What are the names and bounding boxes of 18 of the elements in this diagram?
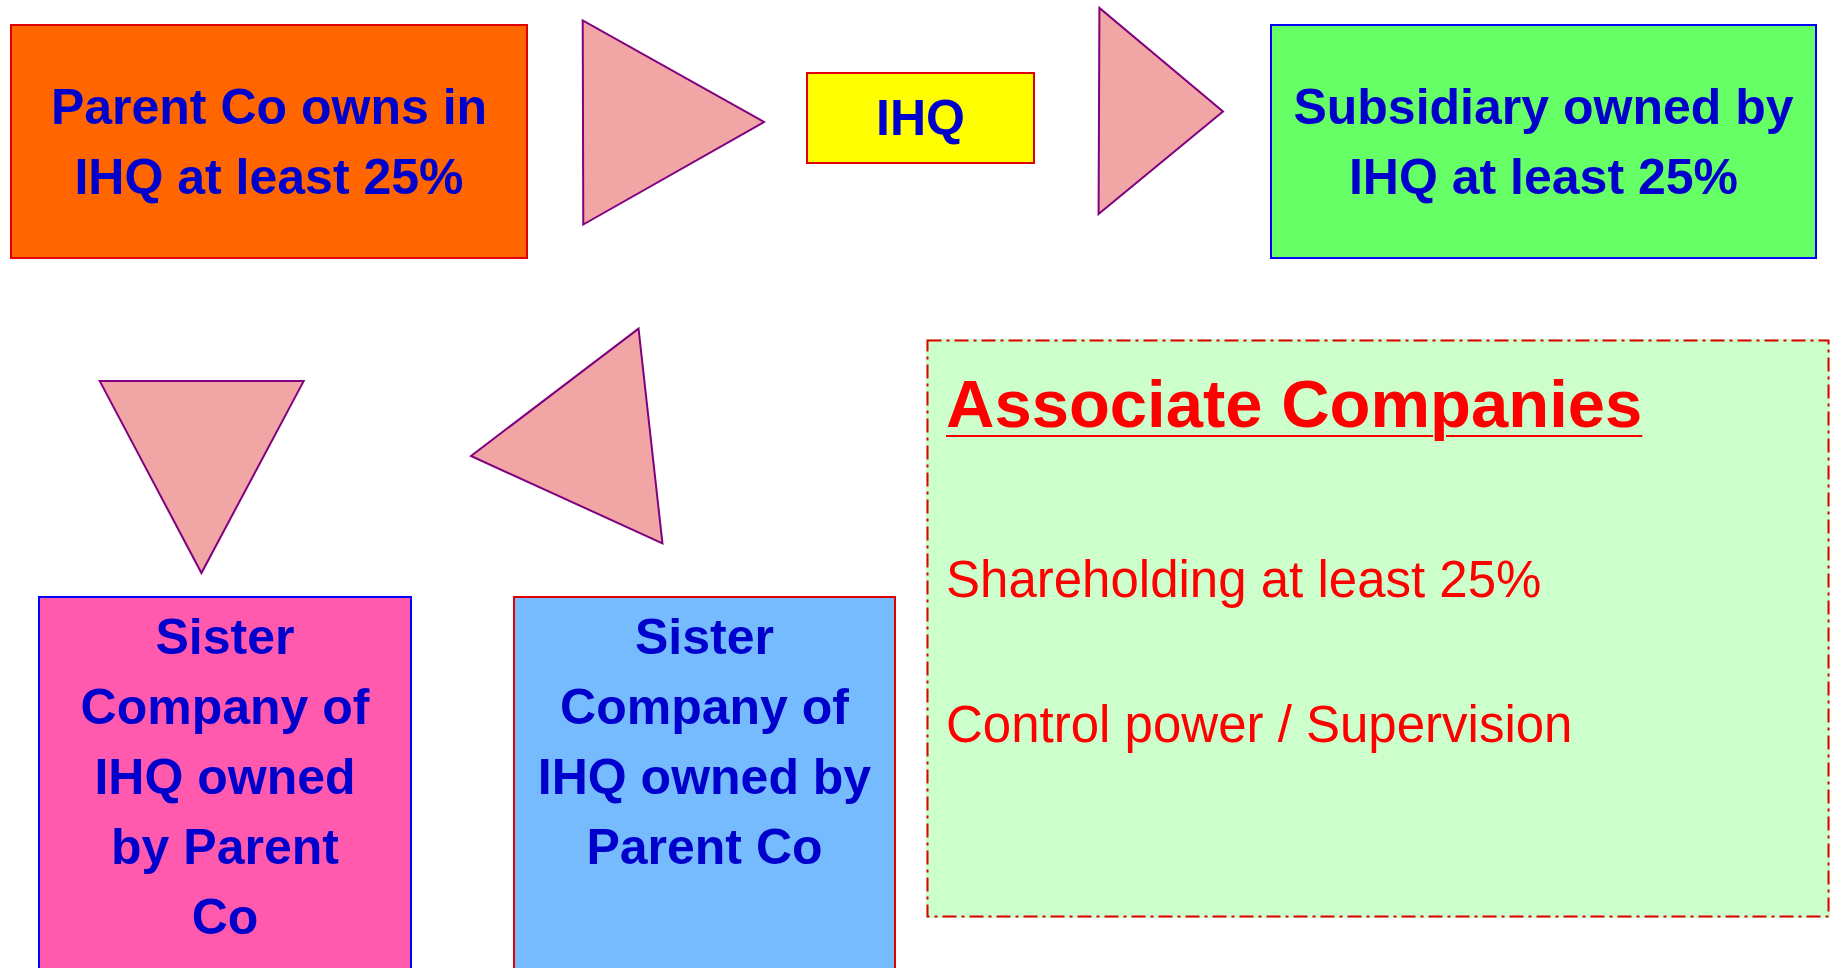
subsidiary-box: [1270, 24, 1817, 259]
entity-box: [806, 72, 1035, 164]
sister-company-box: [38, 596, 412, 968]
box-text: Parent Co owns in IHQ at least 25%: [49, 77, 489, 207]
ownership-box: [10, 24, 528, 259]
box-text: Sister Company of IHQ owned by Parent Co: [536, 608, 873, 877]
panel-text: Control power / Supervision: [946, 695, 1573, 755]
box-text: IHQ: [876, 89, 965, 148]
triangle-arrow: [469, 326, 664, 545]
triangle-arrow: [98, 379, 306, 576]
panel-heading: Associate Companies: [946, 365, 1643, 443]
associate-panel: [926, 339, 1830, 918]
sister-company-box: [513, 596, 896, 968]
box-text: Sister Company of IHQ owned by Parent Co: [79, 608, 371, 947]
triangle-arrow: [1097, 5, 1225, 217]
box-text: Subsidiary owned by IHQ at least 25%: [1292, 77, 1795, 207]
panel-text: Shareholding at least 25%: [946, 550, 1542, 610]
triangle-arrow: [581, 18, 767, 227]
